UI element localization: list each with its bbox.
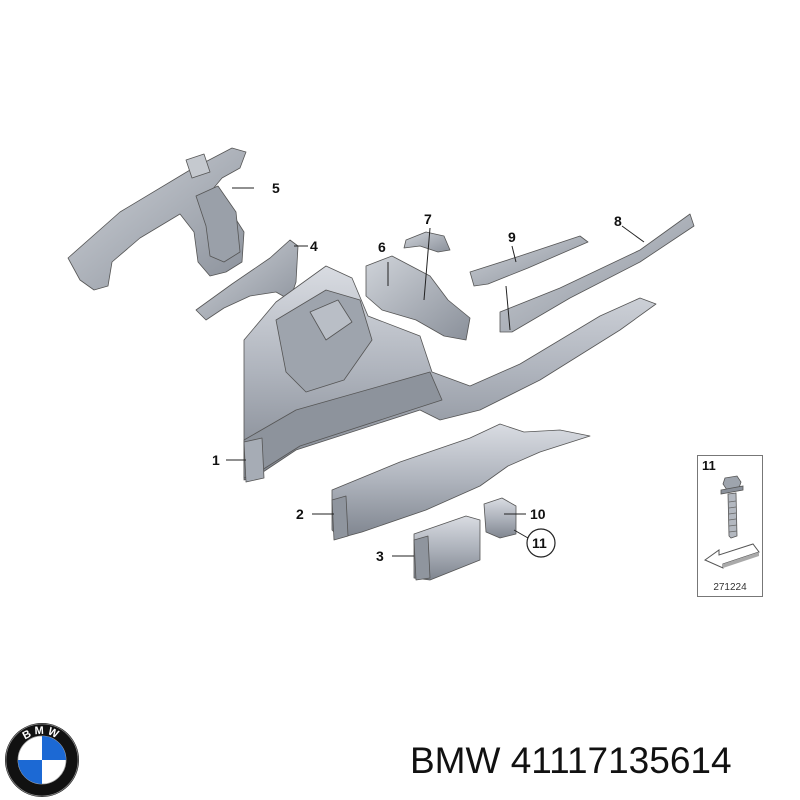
callout-2: 2 [296, 506, 304, 522]
callout-10: 10 [530, 506, 546, 522]
direction-arrow-icon [703, 543, 760, 569]
callout-1: 1 [212, 452, 220, 468]
bmw-logo-text: BMW [21, 725, 64, 743]
callout-5: 5 [272, 180, 280, 196]
callouts: 1 2 3 4 5 6 7 8 9 10 11 [212, 180, 622, 564]
callout-8: 8 [614, 213, 622, 229]
legend-number: 11 [702, 458, 716, 473]
part-number-caption: BMW 41117135614 [410, 740, 732, 781]
part-8-long-rail [499, 213, 695, 333]
part-10-block [483, 497, 517, 539]
part-2-lower-member [331, 423, 591, 541]
bmw-logo: BMW [5, 723, 79, 797]
part-3-box-section [413, 515, 481, 581]
callout-4: 4 [310, 238, 318, 254]
part-7-plate [403, 231, 451, 253]
leader-lines [226, 187, 645, 557]
part-5-strut-frame [67, 147, 247, 291]
callout-6: 6 [378, 239, 386, 255]
callout-3: 3 [376, 548, 384, 564]
front-side-member-assembly [243, 265, 657, 481]
legend-part-11: 11 271224 [697, 455, 763, 597]
callout-11: 11 [532, 535, 547, 551]
callout-9: 9 [508, 229, 516, 245]
callout-11-circle [526, 528, 556, 558]
callout-7: 7 [424, 211, 432, 227]
legend-code: 271224 [713, 582, 747, 593]
part-6-bracket [365, 255, 471, 341]
bolt-icon [720, 475, 744, 539]
part-1-member-end [243, 437, 265, 483]
part-9-rail [469, 235, 589, 287]
